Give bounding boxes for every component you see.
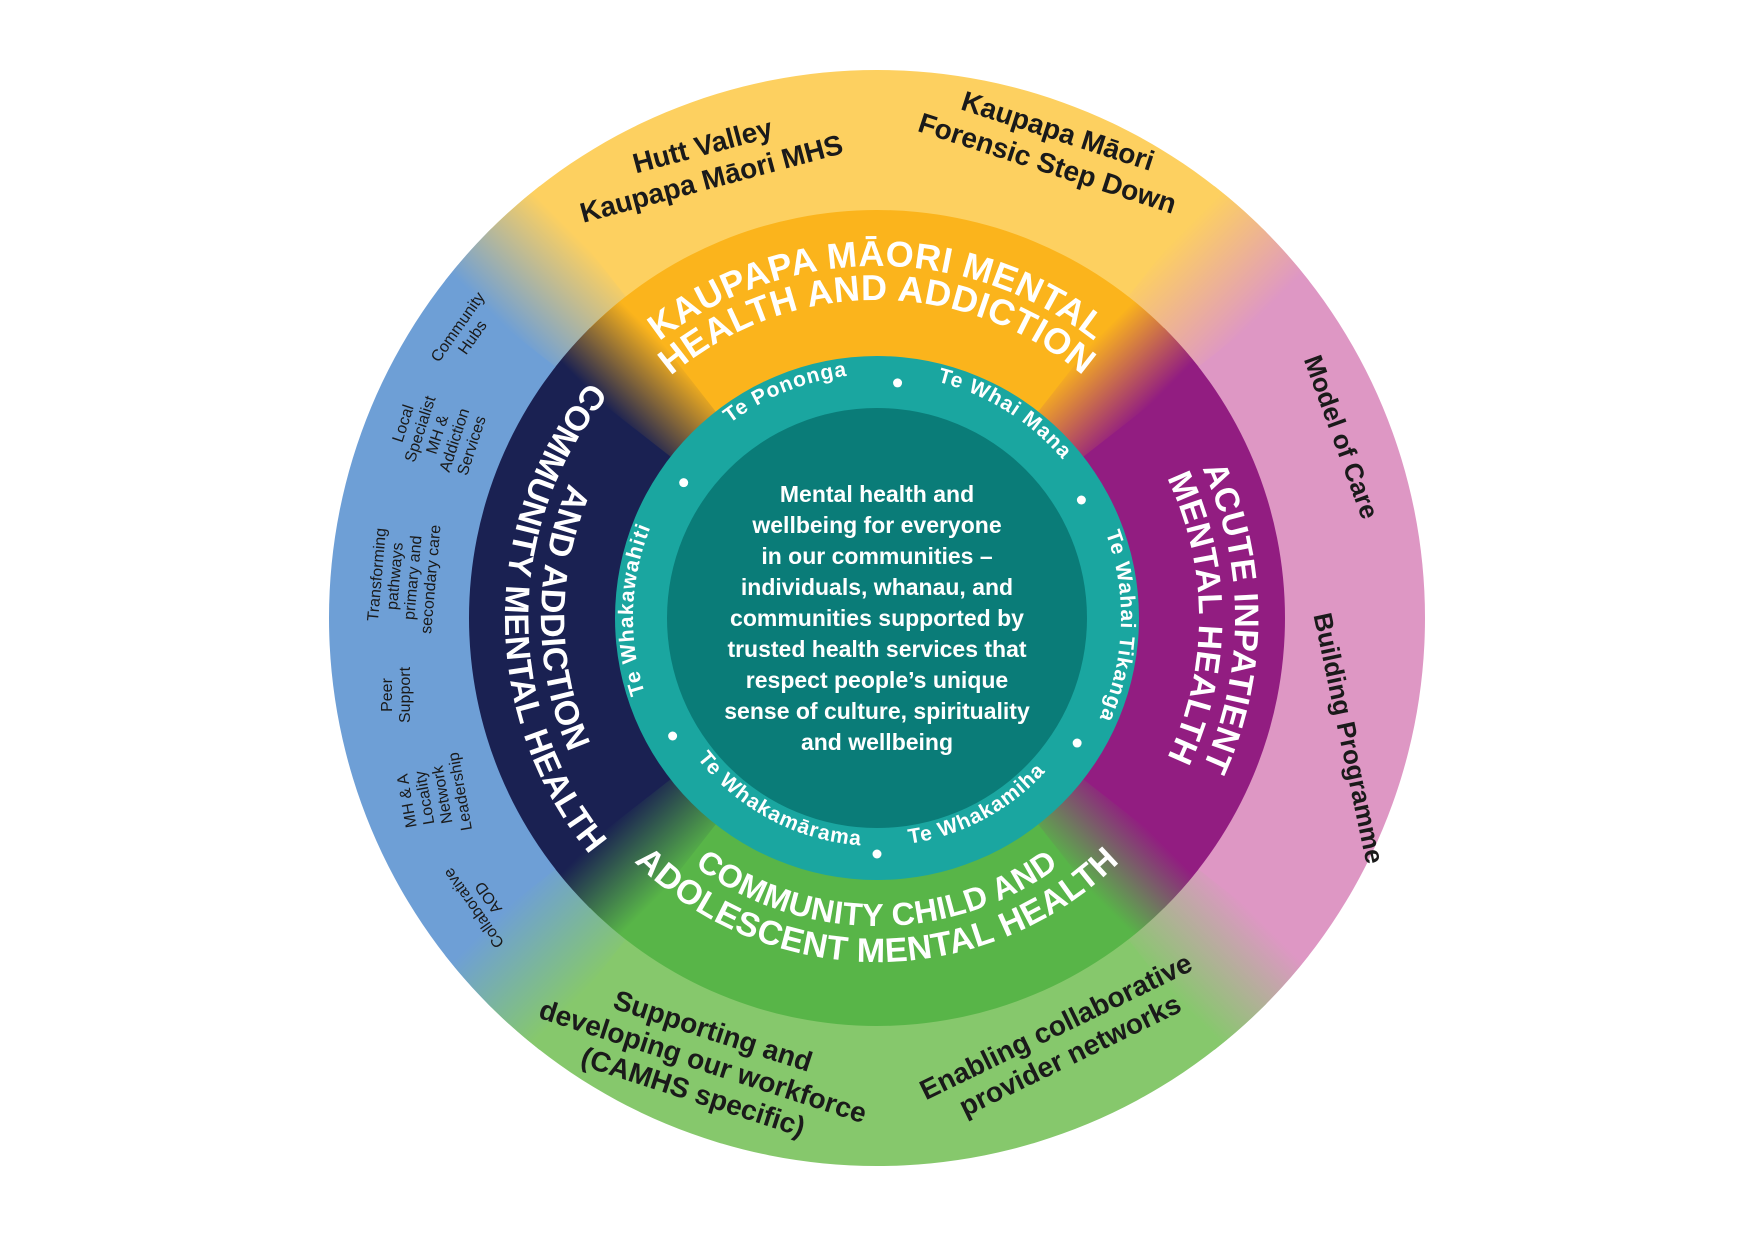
outer-blend-1 bbox=[1126, 186, 1309, 369]
outer-left-item-1: LocalSpecialistMH &AddictionServices bbox=[385, 388, 491, 481]
center-text-line-6: respect people’s unique bbox=[746, 667, 1008, 693]
principle-dot-3 bbox=[872, 849, 882, 859]
outer-sector-left bbox=[328, 228, 592, 1008]
band-sector-left bbox=[469, 327, 695, 909]
band-blend-3 bbox=[555, 778, 717, 940]
service-band-ring bbox=[469, 210, 1286, 1026]
center-text-line-8: and wellbeing bbox=[801, 729, 953, 755]
principle-dot-0 bbox=[893, 378, 903, 388]
center-circle bbox=[667, 408, 1087, 828]
principle-dot-4 bbox=[668, 731, 678, 741]
principle-dot-5 bbox=[679, 478, 689, 488]
outer-sector-right bbox=[1162, 228, 1425, 1008]
outer-blend-2 bbox=[1126, 867, 1309, 1050]
outer-left-item-3-line1: Support bbox=[397, 666, 414, 723]
principle-dot-1 bbox=[1076, 495, 1086, 505]
outer-left-item-3: PeerSupport bbox=[379, 666, 414, 723]
outer-left-item-3-line0: Peer bbox=[379, 677, 396, 711]
band-sector-right bbox=[1059, 327, 1286, 909]
outer-ring bbox=[328, 70, 1425, 1166]
outer-blend-0 bbox=[445, 186, 628, 369]
outer-sector-top bbox=[487, 70, 1267, 333]
outer-left-item-2-line1: pathways bbox=[384, 542, 407, 611]
band-blend-1 bbox=[1037, 296, 1199, 458]
outer-blend-3 bbox=[445, 867, 628, 1050]
band-blend-2 bbox=[1037, 778, 1199, 940]
band-sector-top bbox=[586, 210, 1168, 436]
center-text-line-2: in our communities – bbox=[761, 543, 993, 569]
principle-ring bbox=[615, 356, 1139, 880]
center-text-line-4: communities supported by bbox=[730, 605, 1024, 631]
center-text-line-0: Mental health and bbox=[780, 481, 974, 507]
center-text-line-3: individuals, whanau, and bbox=[741, 574, 1013, 600]
center-text-line-1: wellbeing for everyone bbox=[751, 512, 1001, 538]
principle-dot-2 bbox=[1072, 738, 1082, 748]
band-sector-bottom bbox=[586, 800, 1168, 1026]
band-blend-0 bbox=[555, 296, 717, 458]
center-text-line-5: trusted health services that bbox=[727, 636, 1026, 662]
center-text-line-7: sense of culture, spirituality bbox=[724, 698, 1030, 724]
outer-sector-bottom bbox=[487, 903, 1267, 1166]
